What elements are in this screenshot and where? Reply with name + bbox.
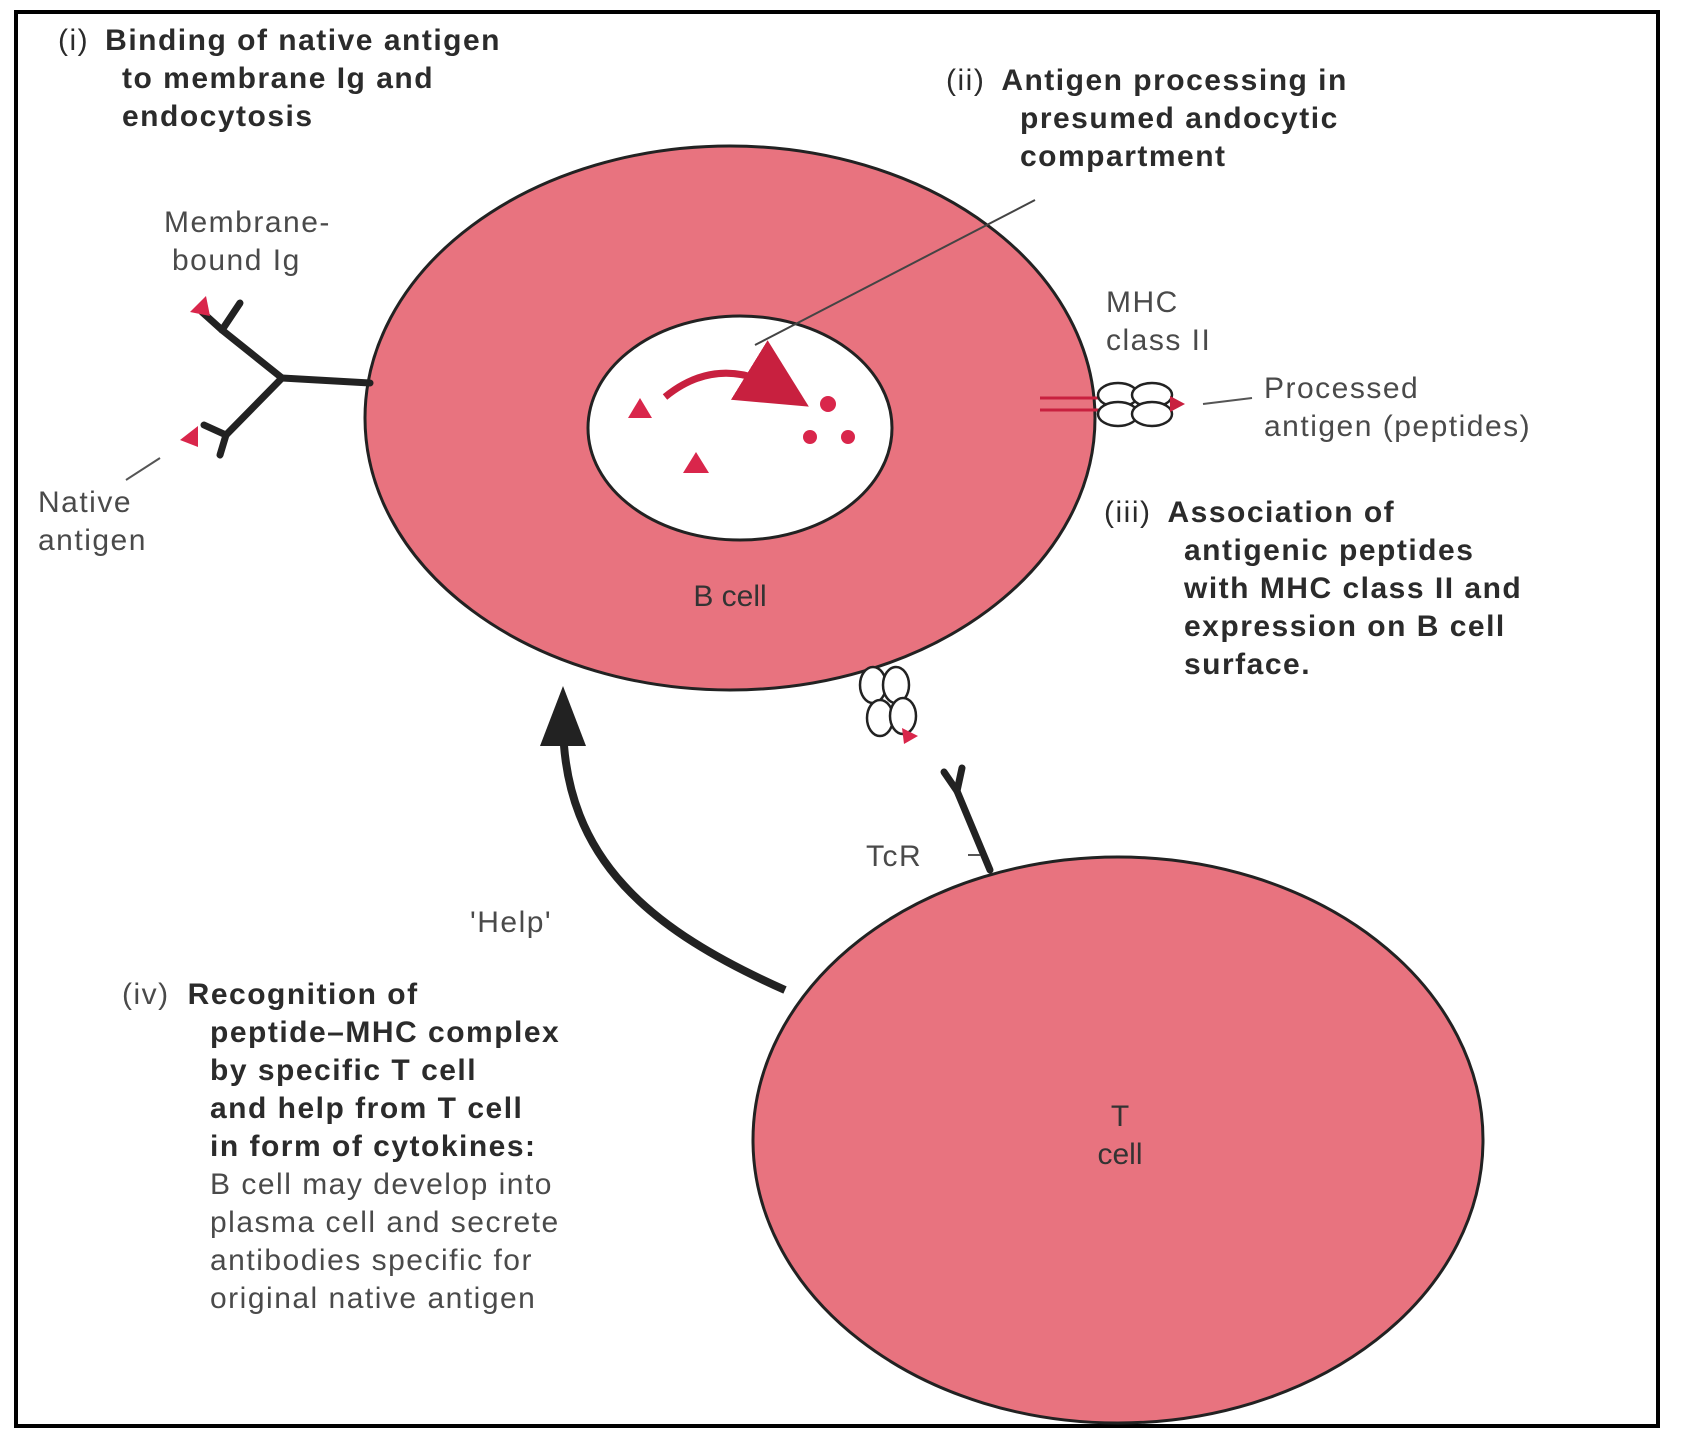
help-label: 'Help' xyxy=(470,906,553,939)
peptide-dot xyxy=(803,430,817,444)
membrane-ig-label: Membrane- bound Ig xyxy=(164,204,331,280)
mhc-label: MHC class II xyxy=(1106,284,1211,360)
step-iv-note-line: B cell may develop into xyxy=(210,1168,553,1201)
step-ii-label: (ii) Antigen processing in presumed andoc… xyxy=(946,62,1348,176)
step-iv-line: by specific T cell xyxy=(210,1054,478,1087)
step-ii-number: (ii) xyxy=(946,64,986,97)
step-iii-number: (iii) xyxy=(1104,496,1152,529)
native-antigen-triangle xyxy=(180,426,198,447)
step-i-line: Binding of native antigen xyxy=(105,24,501,57)
step-iv-line: peptide–MHC complex xyxy=(210,1016,561,1049)
processed-antigen-label: Processed antigen (peptides) xyxy=(1264,370,1531,446)
step-iv-note-line: antibodies specific for xyxy=(210,1244,533,1277)
endocytic-compartment xyxy=(586,314,894,542)
step-i-label: (i) Binding of native antigen to membrane… xyxy=(58,22,501,136)
step-iv-note-line: plasma cell and secrete xyxy=(210,1206,560,1239)
help-arrow-shaft xyxy=(559,724,787,994)
antigen-triangle xyxy=(628,398,652,418)
membrane-ig xyxy=(198,299,374,459)
step-i-number: (i) xyxy=(58,24,90,57)
step-iii-line: Association of xyxy=(1167,496,1396,529)
processed-antigen-pointer xyxy=(1202,397,1253,405)
native-antigen-line: Native xyxy=(38,486,133,519)
help-arrowhead xyxy=(540,686,586,746)
native-antigen-pointer xyxy=(125,457,161,481)
step-iv-note-line: original native antigen xyxy=(210,1282,537,1315)
t-cell xyxy=(751,855,1485,1425)
step-iii-line: antigenic peptides xyxy=(1184,534,1475,567)
peptide-dot xyxy=(841,430,855,444)
processing-arrow xyxy=(662,340,809,407)
step-i-line: to membrane Ig and xyxy=(122,62,435,95)
step-ii-line: compartment xyxy=(1020,140,1227,173)
native-antigen-label: Native antigen xyxy=(38,484,147,560)
tcr-label: TcR xyxy=(866,840,923,873)
step-ii-pointer xyxy=(754,199,1036,346)
step-iv-line: Recognition of xyxy=(187,978,419,1011)
mhc-line: class II xyxy=(1106,324,1212,357)
t-cell-line: cell xyxy=(1097,1138,1143,1171)
step-iv-number: (iv) xyxy=(122,978,170,1011)
processed-antigen-line: antigen (peptides) xyxy=(1264,410,1532,443)
mhc-class-ii xyxy=(1096,381,1174,428)
t-cell-label: T cell xyxy=(1040,1098,1200,1174)
processed-peptide xyxy=(1170,396,1185,412)
mhc-peptide-complex xyxy=(858,665,918,738)
step-iii-line: expression on B cell xyxy=(1184,610,1506,643)
step-i-line: endocytosis xyxy=(122,100,314,133)
antigen-triangle xyxy=(683,452,709,473)
step-ii-line: Antigen processing in xyxy=(1001,64,1348,97)
step-iii-line: with MHC class II and xyxy=(1184,572,1523,605)
peptide-dot xyxy=(820,396,836,412)
figure-border xyxy=(14,10,1660,1428)
membrane-ig-line: bound Ig xyxy=(172,244,301,277)
native-antigen-line: antigen xyxy=(38,524,147,557)
tcr-receptor xyxy=(940,764,994,874)
mhc-line: MHC xyxy=(1106,286,1179,319)
b-cell-label: B cell xyxy=(693,580,767,613)
step-iv-line: and help from T cell xyxy=(210,1092,524,1125)
membrane-ig-line: Membrane- xyxy=(164,206,331,239)
step-iii-label: (iii) Association of antigenic peptides w… xyxy=(1104,494,1522,684)
native-antigen-triangle xyxy=(190,296,210,316)
t-cell-line: T xyxy=(1110,1100,1130,1133)
processed-antigen-line: Processed xyxy=(1264,372,1420,405)
presented-peptide xyxy=(902,728,918,744)
step-iv-line: in form of cytokines: xyxy=(210,1130,537,1163)
step-iii-line: surface. xyxy=(1184,648,1312,681)
step-ii-line: presumed andocytic xyxy=(1020,102,1339,135)
step-iv-label: (iv) Recognition of peptide–MHC complex b… xyxy=(122,976,560,1318)
